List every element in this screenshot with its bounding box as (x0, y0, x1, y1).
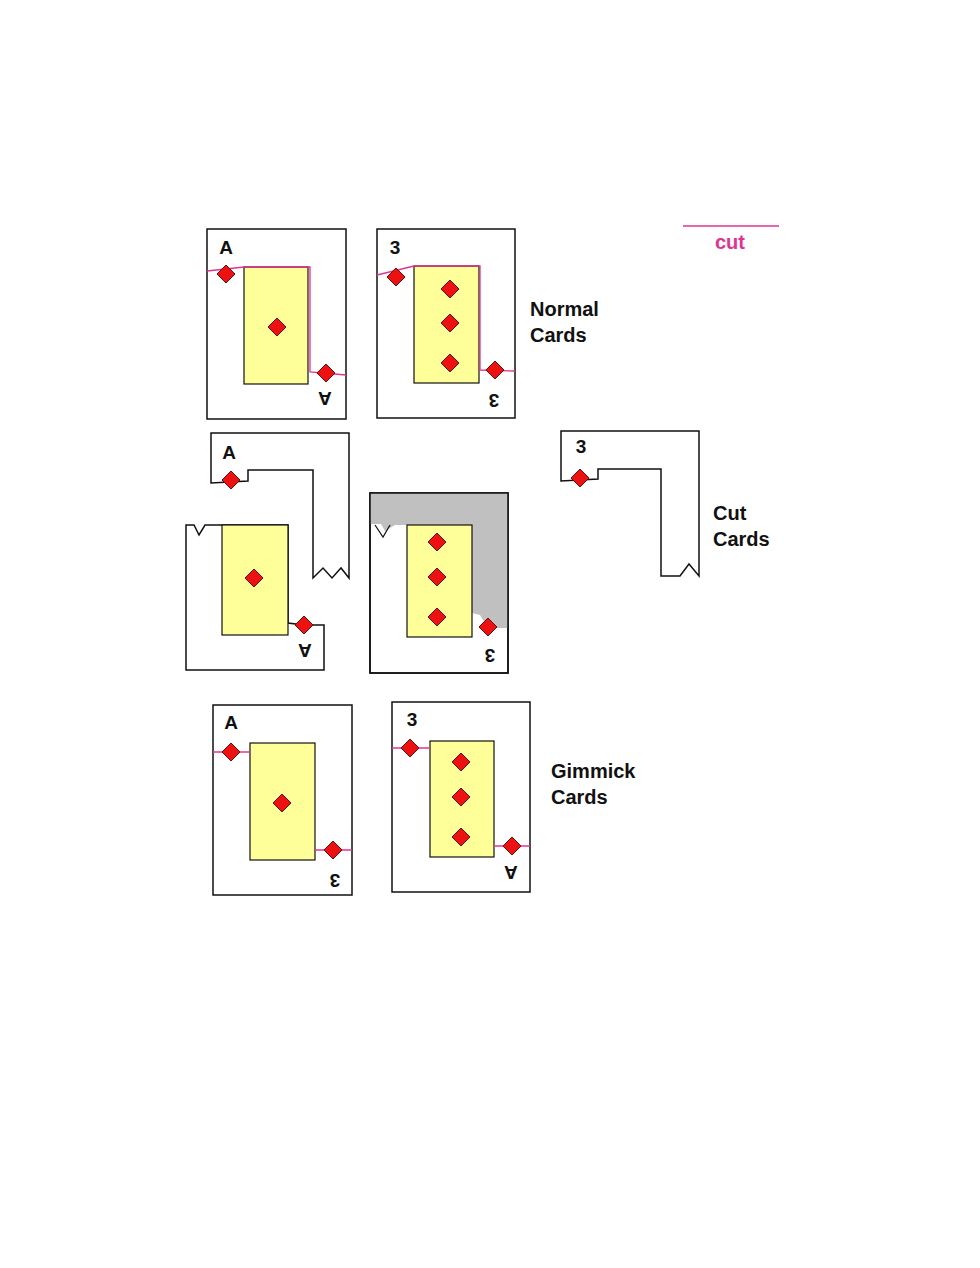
diamond-pip (486, 361, 504, 379)
card-index: 3 (407, 710, 418, 730)
card-index: 3 (485, 645, 496, 665)
playing-card: A3 (213, 705, 352, 895)
card-index: A (504, 862, 518, 882)
diamond-pip (222, 471, 240, 489)
cut-piece (561, 431, 699, 576)
diamond-pip (571, 469, 589, 487)
diamond-pip (428, 533, 446, 551)
card-border (207, 229, 346, 419)
diamond-pip (441, 280, 459, 298)
card-index: 3 (576, 437, 587, 457)
diamond-pip (317, 364, 335, 382)
cut-line (377, 266, 515, 371)
group-label: Gimmick Cards (551, 758, 663, 810)
playing-card: 33 (377, 229, 515, 418)
cut-line-sample (683, 225, 779, 227)
playing-card: 3A (392, 702, 530, 892)
playing-card: A (186, 525, 324, 670)
card-index: A (222, 443, 236, 463)
cut-line (207, 267, 346, 375)
card-face (407, 525, 472, 637)
group-label: Cut Cards (713, 500, 793, 552)
diamond-pip (503, 837, 521, 855)
diamond-pip (452, 828, 470, 846)
legend-text: cut (715, 231, 745, 253)
card-border (370, 493, 508, 673)
card-face (414, 266, 479, 383)
diamond-pip (479, 618, 497, 636)
diamond-pip (222, 743, 240, 761)
diamond-pip (441, 314, 459, 332)
diamond-pip (428, 608, 446, 626)
card-outline (213, 705, 352, 895)
diamond-pip (273, 794, 291, 812)
cut-piece (186, 525, 324, 670)
diamond-pip (441, 354, 459, 372)
card-border (213, 705, 352, 895)
card-face (430, 741, 494, 857)
card-face (250, 743, 315, 860)
card-border (377, 229, 515, 418)
diamond-pip (245, 569, 263, 587)
diamond-pip (452, 788, 470, 806)
card-border (392, 702, 530, 892)
playing-card: 3 (370, 493, 508, 673)
card-index: A (318, 388, 332, 408)
group-label: Normal Cards (530, 296, 638, 348)
playing-card: AA (207, 229, 346, 419)
diamond-pip (387, 268, 405, 286)
diamond-pip (268, 318, 286, 336)
card-face (244, 267, 308, 384)
diamond-pip (324, 841, 342, 859)
card-index: 3 (330, 870, 341, 890)
card-index: A (224, 713, 238, 733)
diamond-pip (428, 568, 446, 586)
diamond-pip (295, 616, 313, 634)
diamond-pip (401, 739, 419, 757)
card-index: 3 (390, 238, 401, 258)
card-index: A (219, 238, 233, 258)
card-index: A (298, 640, 312, 660)
notch (375, 525, 390, 537)
playing-card: 3 (561, 431, 699, 577)
card-index: 3 (489, 390, 500, 410)
diamond-pip (452, 753, 470, 771)
card-face (222, 525, 288, 635)
diamond-pip (217, 265, 235, 283)
card-border (370, 493, 508, 673)
